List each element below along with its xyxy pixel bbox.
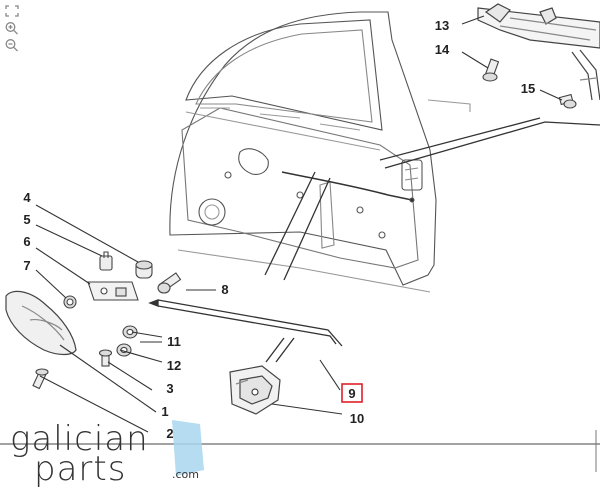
callout-11: 11 <box>167 334 181 349</box>
callout-2: 2 <box>166 426 173 441</box>
highlight-box <box>341 383 363 403</box>
part-7-grommet <box>63 295 77 309</box>
galicianparts-logo: galician parts .com <box>10 419 204 489</box>
callouts: 1 2 3 4 5 6 7 8 10 11 12 13 14 15 9 <box>23 18 535 441</box>
leader-lines <box>35 15 563 433</box>
callout-9: 9 <box>348 386 355 401</box>
callout-8: 8 <box>221 282 228 297</box>
logo-suffix: .com <box>172 468 199 481</box>
guide-lines <box>264 117 600 363</box>
callout-10: 10 <box>350 411 364 426</box>
part-11-washer <box>122 325 138 339</box>
callout-3: 3 <box>166 381 173 396</box>
callout-13: 13 <box>435 18 449 33</box>
expand-icon[interactable] <box>4 4 20 18</box>
part-1-cover <box>5 290 77 356</box>
part-15-bolt <box>558 93 577 109</box>
part-2-screw <box>32 368 49 390</box>
callout-7: 7 <box>23 258 30 273</box>
callout-4: 4 <box>23 190 31 205</box>
logo-line-1: galician <box>10 419 149 459</box>
callout-5: 5 <box>23 212 30 227</box>
part-4-nut <box>135 260 153 279</box>
door-panel <box>169 11 471 293</box>
part-12-washer <box>116 343 132 357</box>
part-9-rod <box>148 299 343 347</box>
zoom-toolbar <box>4 4 20 52</box>
zoom-out-icon[interactable] <box>4 38 20 52</box>
callout-15: 15 <box>521 81 535 96</box>
callout-1: 1 <box>161 404 168 419</box>
part-10-latch <box>229 365 281 415</box>
callout-14: 14 <box>435 42 450 57</box>
part-13-bracket <box>477 3 600 101</box>
callout-12: 12 <box>167 358 181 373</box>
logo-line-2: parts <box>34 449 126 489</box>
part-6-plate <box>87 281 139 301</box>
part-5-clip <box>99 251 113 271</box>
logo-accent-shape <box>172 420 204 476</box>
part-14-bolt <box>482 58 500 82</box>
part-8-bolt <box>157 272 182 294</box>
callout-6: 6 <box>23 234 30 249</box>
callout-9-highlight[interactable]: 9 <box>341 383 363 403</box>
part-3-screw <box>98 349 113 367</box>
zoom-in-icon[interactable] <box>4 21 20 35</box>
